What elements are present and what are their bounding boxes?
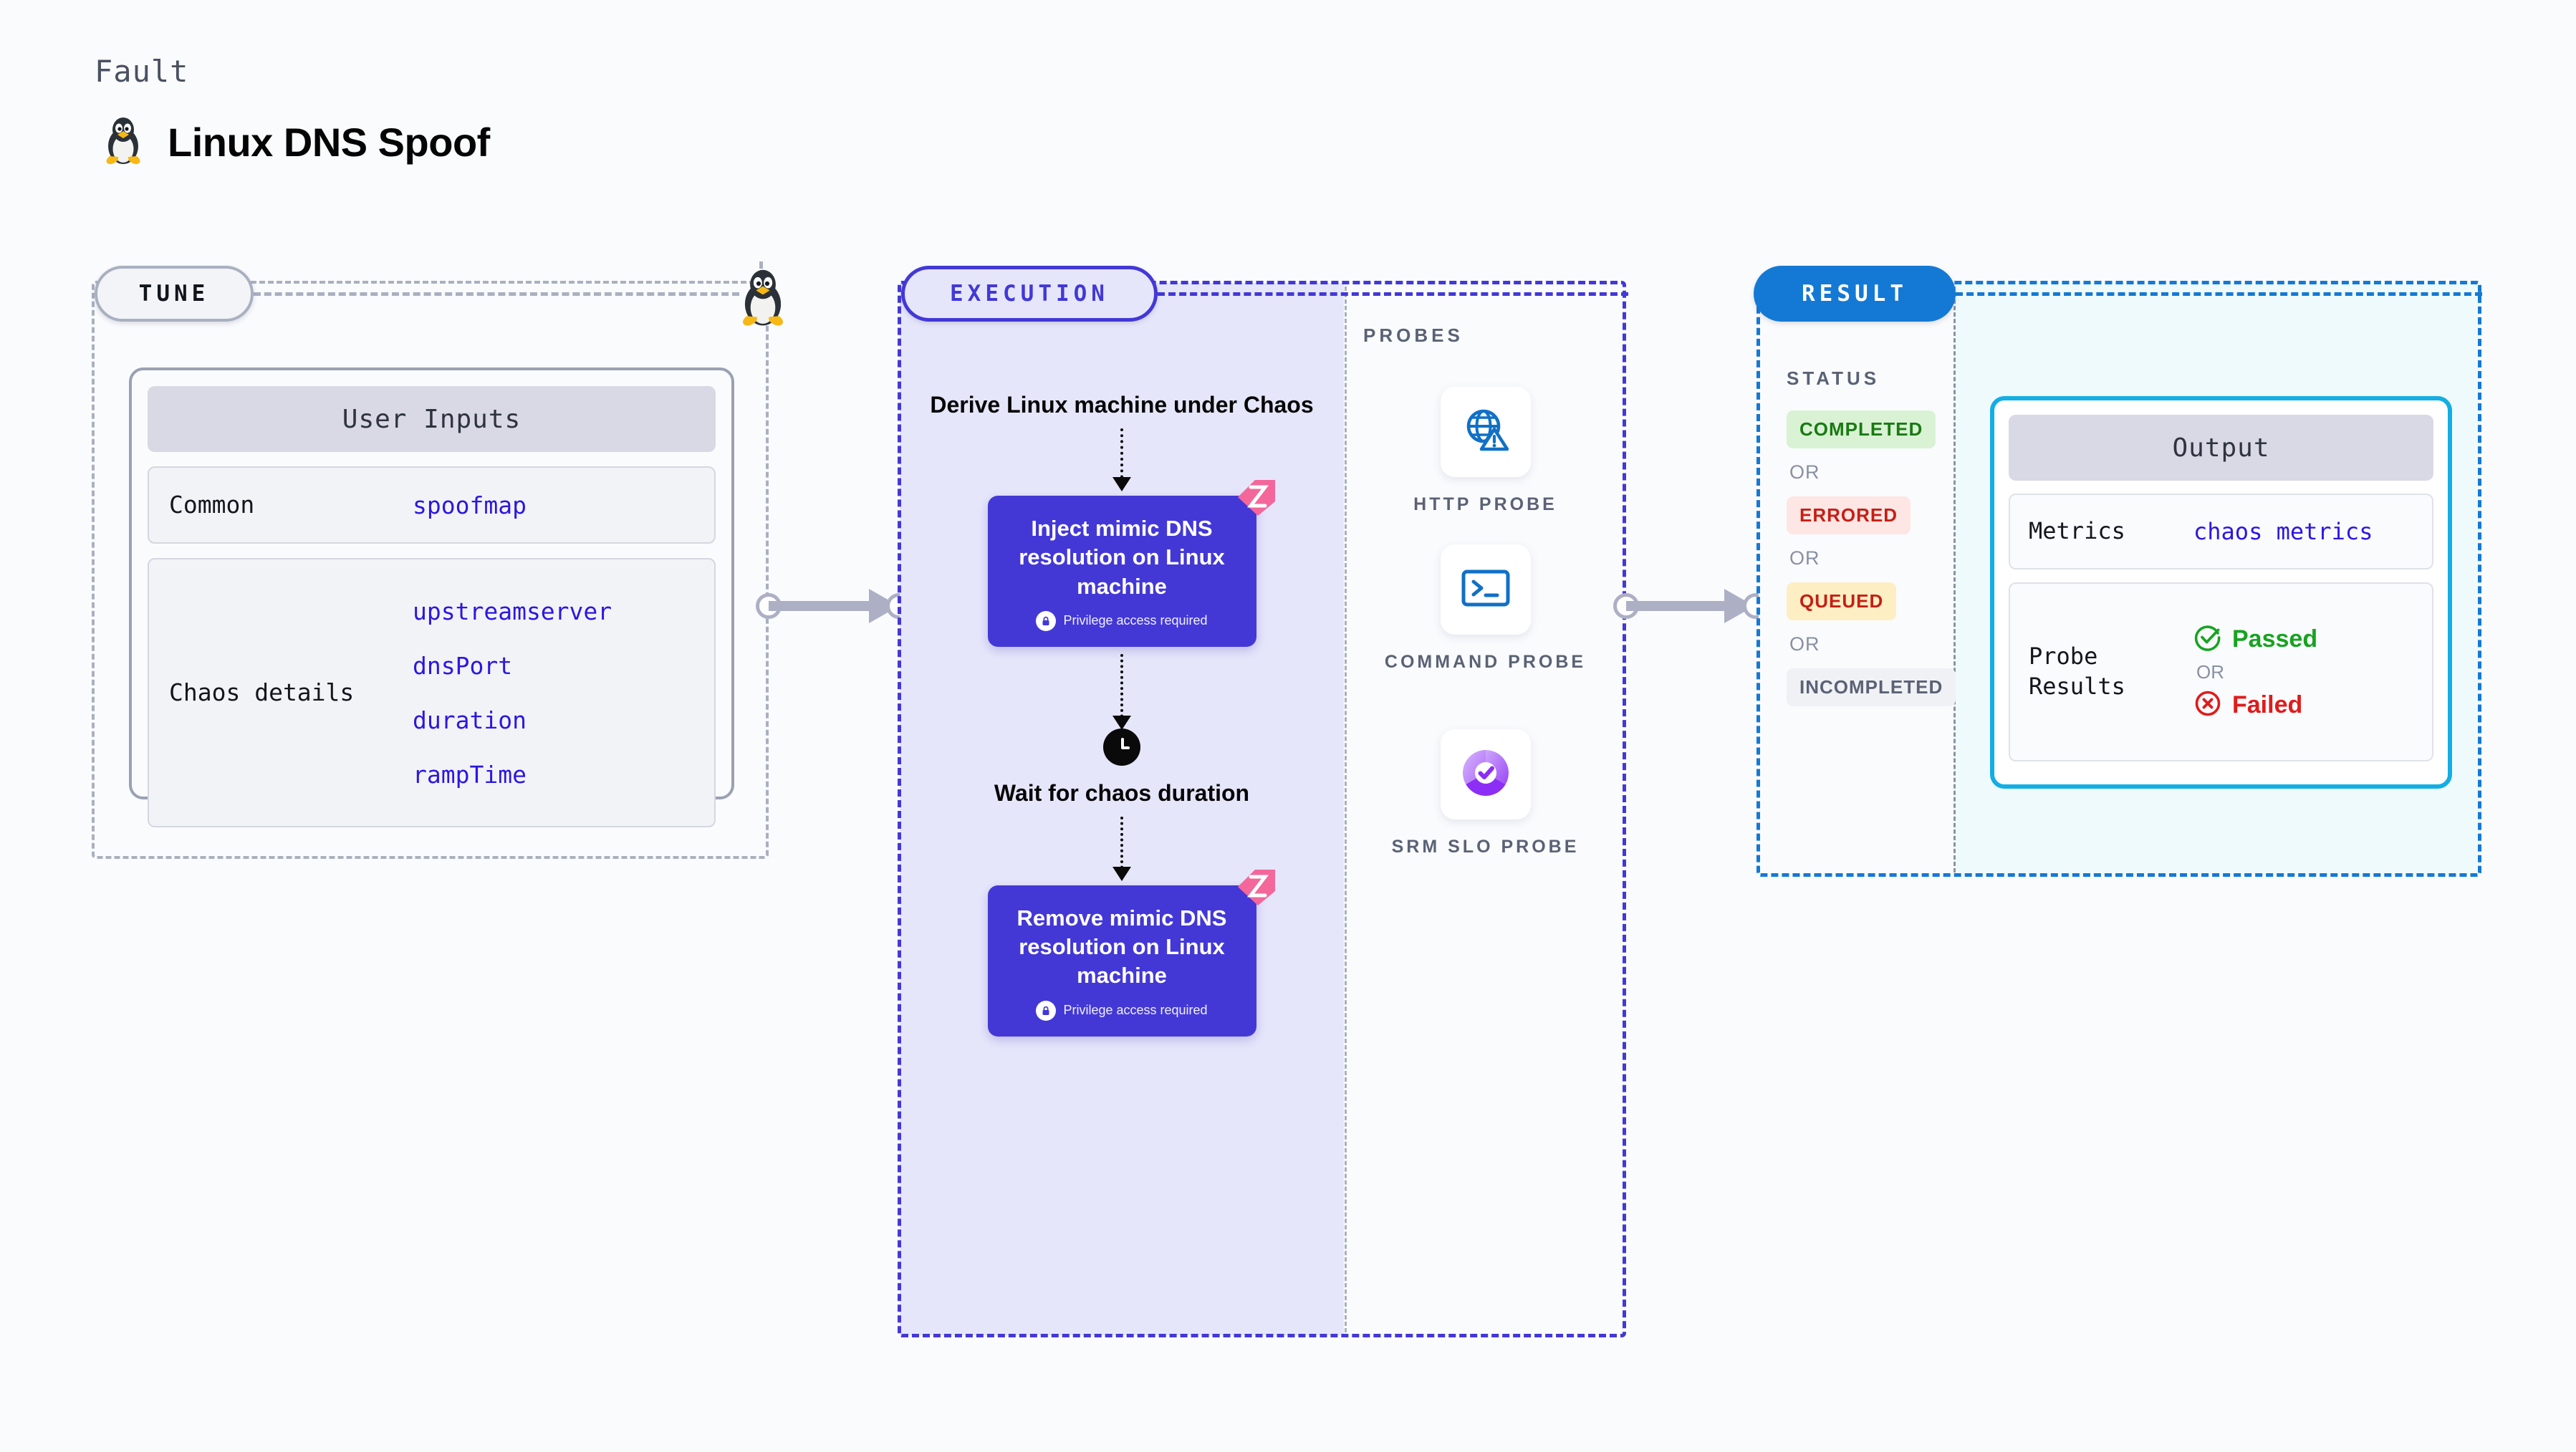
result-status-background xyxy=(1759,283,1953,875)
globe-warning-icon xyxy=(1460,405,1512,460)
flow-connector xyxy=(1112,653,1131,730)
execution-badge[interactable]: EXECUTION xyxy=(901,266,1158,322)
result-region xyxy=(1756,281,2481,877)
execution-step-wait: Wait for chaos duration xyxy=(994,779,1250,806)
probe-tile xyxy=(1440,544,1531,635)
probe-result-failed: Failed xyxy=(2193,689,2317,721)
or-separator: OR xyxy=(1789,547,1820,569)
tux-penguin-icon xyxy=(732,266,794,328)
page-title: Linux DNS Spoof xyxy=(168,120,490,165)
litmus-flag-icon xyxy=(1234,477,1278,519)
x-circle-icon xyxy=(2193,689,2222,721)
tune-dashed-line xyxy=(254,292,739,296)
probe-result-passed: Passed xyxy=(2193,623,2317,655)
clock-icon xyxy=(1103,728,1140,766)
tune-row-label: Common xyxy=(169,491,255,519)
litmus-flag-icon xyxy=(1234,867,1278,908)
execution-step-label: Remove mimic DNS resolution on Linux mac… xyxy=(1017,905,1227,989)
execution-flow: Derive Linux machine under Chaos Inject … xyxy=(900,283,1344,1037)
connector-tune-to-execution xyxy=(756,589,912,623)
execution-step-inject-card[interactable]: Inject mimic DNS resolution on Linux mac… xyxy=(987,479,1275,647)
user-inputs-header: User Inputs xyxy=(148,386,716,452)
privilege-note: Privilege access required xyxy=(1004,1000,1241,1021)
probe-label: HTTP PROBE xyxy=(1413,494,1557,514)
probe-label: SRM SLO PROBE xyxy=(1391,837,1580,857)
result-inner-divider xyxy=(1953,287,1956,872)
output-metrics-value[interactable]: chaos metrics xyxy=(2193,518,2373,545)
execution-step-label: Inject mimic DNS resolution on Linux mac… xyxy=(1019,515,1225,599)
terminal-icon xyxy=(1460,566,1512,614)
or-separator: OR xyxy=(1789,461,1820,483)
output-row-label: Probe Results xyxy=(2029,643,2125,700)
status-badge-errored: ERRORED xyxy=(1787,496,1911,534)
probe-srm-slo[interactable]: SRM SLO PROBE xyxy=(1347,729,1624,860)
execution-dashed-line xyxy=(1158,292,1628,296)
status-badge-completed: COMPLETED xyxy=(1787,410,1936,448)
status-title: STATUS xyxy=(1787,367,1880,389)
flow-connector xyxy=(1112,428,1131,491)
status-badge-incompleted: INCOMPLETED xyxy=(1787,668,1956,706)
tune-row-values: upstreamserver dnsPort duration rampTime xyxy=(413,597,612,789)
output-row-probe-results: Probe Results Passed OR xyxy=(2009,582,2433,761)
probe-result-passed-label: Passed xyxy=(2232,625,2318,653)
tune-value[interactable]: rampTime xyxy=(413,760,527,789)
execution-step-derive: Derive Linux machine under Chaos xyxy=(930,392,1314,418)
probe-label: COMMAND PROBE xyxy=(1384,652,1587,672)
connector-probes-to-result xyxy=(1613,589,1771,623)
output-row-label: Metrics xyxy=(2029,517,2125,545)
tux-penguin-icon xyxy=(100,115,146,170)
user-inputs-card: User Inputs Common spoofmap Chaos detail… xyxy=(129,367,734,827)
privilege-note-text: Privilege access required xyxy=(1063,613,1208,628)
execution-probes-divider xyxy=(1345,287,1347,1332)
connector-line xyxy=(1626,601,1732,611)
probe-tile xyxy=(1440,387,1531,477)
tune-row-chaos-details: Chaos details upstreamserver dnsPort dur… xyxy=(148,558,716,827)
lock-icon xyxy=(1036,1000,1057,1021)
execution-region xyxy=(898,281,1626,1337)
page-eyebrow: Fault xyxy=(95,54,189,89)
output-row-metrics: Metrics chaos metrics xyxy=(2009,494,2433,569)
probe-http[interactable]: HTTP PROBE xyxy=(1347,387,1624,517)
flow-connector xyxy=(1112,816,1131,881)
connector-line xyxy=(769,601,876,611)
status-badge-queued: QUEUED xyxy=(1787,582,1897,620)
tune-row-values: spoofmap xyxy=(413,491,527,519)
probe-results-list: Passed OR Failed xyxy=(2193,623,2317,721)
tune-badge[interactable]: TUNE xyxy=(95,266,254,322)
tune-value[interactable]: duration xyxy=(413,706,527,734)
status-list: COMPLETED OR ERRORED OR QUEUED OR INCOMP… xyxy=(1787,410,1959,706)
result-badge[interactable]: RESULT xyxy=(1754,266,1956,322)
or-separator: OR xyxy=(1789,633,1820,655)
or-separator: OR xyxy=(2196,660,2224,683)
privilege-note-text: Privilege access required xyxy=(1063,1003,1208,1018)
tune-value[interactable]: dnsPort xyxy=(413,651,513,680)
slo-donut-check-icon xyxy=(1459,746,1512,803)
page-title-row: Linux DNS Spoof xyxy=(100,115,490,170)
probe-result-failed-label: Failed xyxy=(2232,691,2303,718)
privilege-note: Privilege access required xyxy=(1004,610,1241,631)
tune-value[interactable]: upstreamserver xyxy=(413,597,612,625)
probe-tile xyxy=(1440,729,1531,819)
output-card: Output Metrics chaos metrics Probe Resul… xyxy=(1990,396,2452,789)
check-circle-icon xyxy=(2193,623,2222,655)
tune-value[interactable]: spoofmap xyxy=(413,491,527,519)
probes-title: PROBES xyxy=(1363,324,1464,346)
tune-row-common: Common spoofmap xyxy=(148,466,716,544)
result-dashed-line xyxy=(1956,292,2482,296)
probe-command[interactable]: COMMAND PROBE xyxy=(1347,544,1624,675)
lock-icon xyxy=(1036,610,1057,631)
tune-row-label: Chaos details xyxy=(169,678,355,707)
execution-step-remove-card[interactable]: Remove mimic DNS resolution on Linux mac… xyxy=(987,869,1275,1037)
tune-region xyxy=(92,281,769,859)
output-header: Output xyxy=(2009,415,2433,481)
